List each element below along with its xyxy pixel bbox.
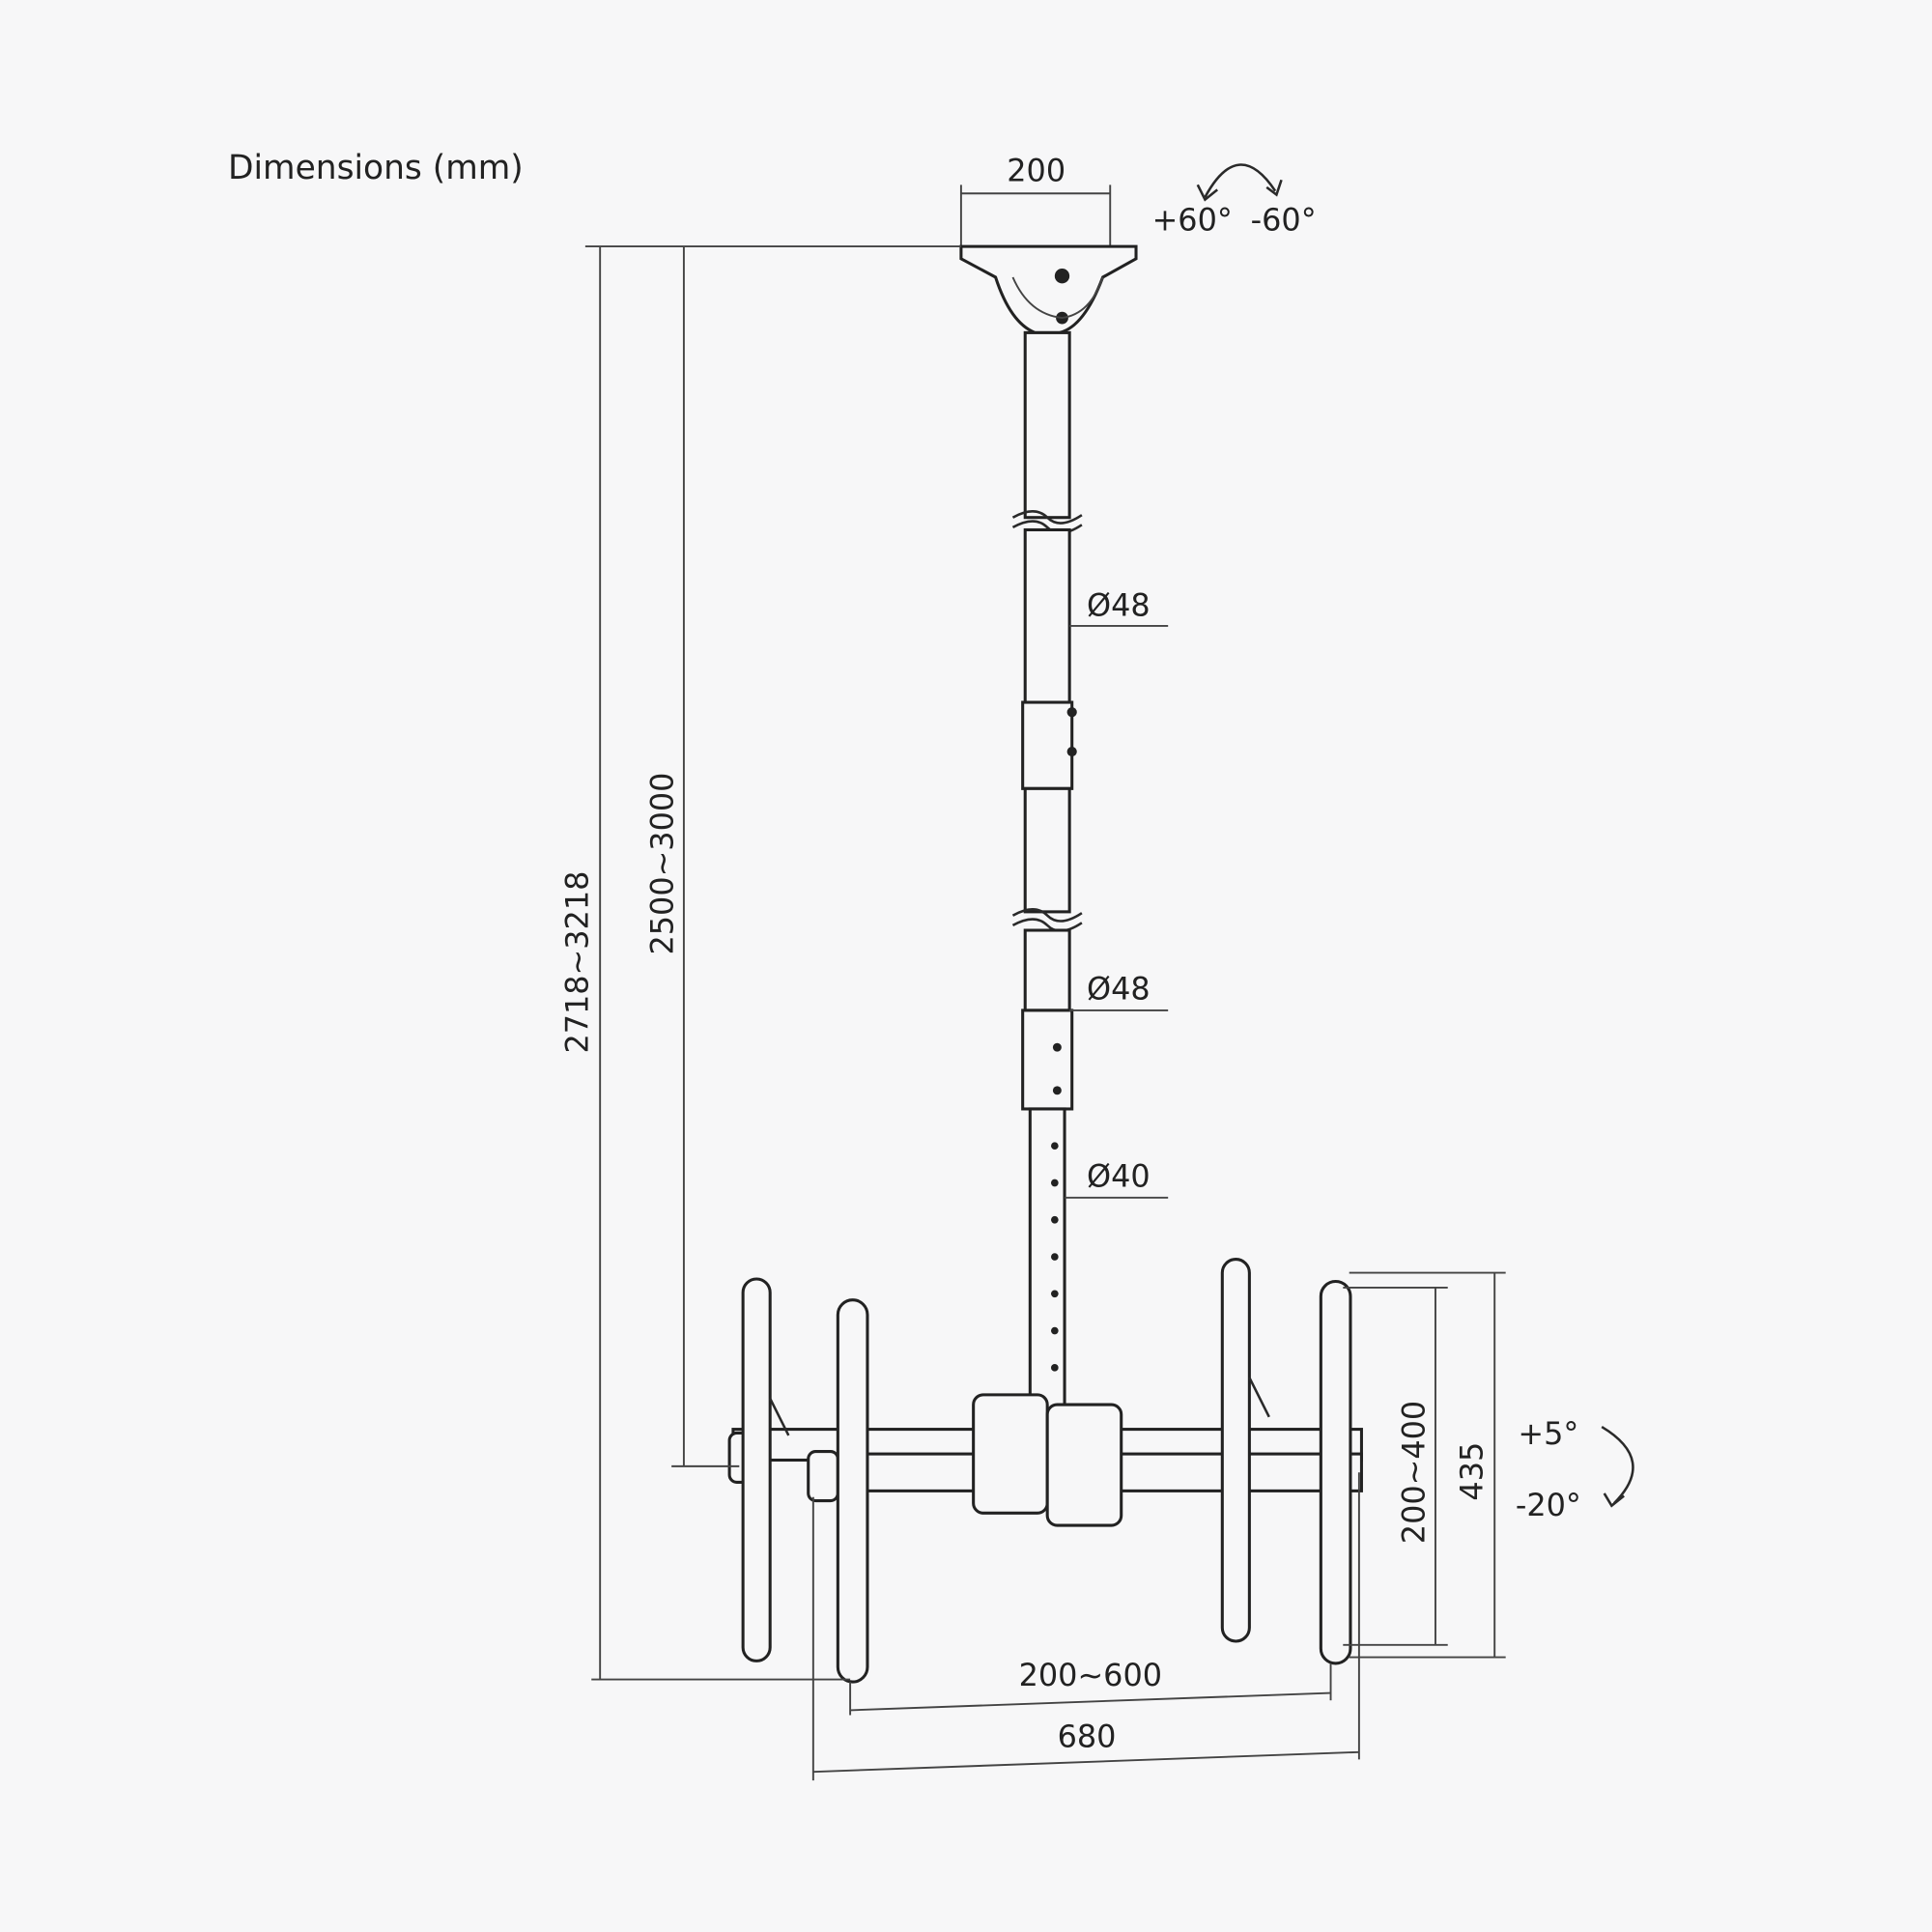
tilt-plus-label: +5° [1518,1415,1578,1452]
swivel-arrow-icon [1204,163,1277,198]
swivel-plus-label: +60° [1152,202,1233,239]
diagram-title: Dimensions (mm) [228,149,524,187]
bracket-height-label: 435 [1453,1442,1490,1501]
height-dimensions: 2718~3218 2500~3000 [558,245,961,1681]
telescopic-pole [1011,330,1083,1412]
middle-diameter-label: Ø48 [1087,970,1151,1007]
upper-diameter-label: Ø48 [1087,587,1151,624]
tilt-annotation: +5° -20° [1516,1415,1634,1523]
vesa-vertical-label: 200~400 [1395,1401,1432,1544]
diameter-callouts: Ø48 Ø48 Ø40 [1065,587,1169,1199]
bracket-right-front [1319,1280,1352,1665]
vesa-horizontal-label: 200~600 [1019,1657,1162,1693]
bracket-left-front [836,1298,869,1684]
total-height-label: 2718~3218 [558,871,595,1054]
crossbar-assembly [727,1258,1363,1684]
width-dimensions: 200~600 680 [811,1472,1360,1781]
bracket-left-rear [741,1277,772,1662]
plate-width-dimension: 200 [959,153,1112,247]
swivel-annotation: +60° -60° [1152,163,1317,239]
ceiling-plate [959,244,1138,334]
tilt-minus-label: -20° [1516,1487,1581,1523]
swivel-minus-label: -60° [1251,202,1317,239]
bracket-right-rear [1220,1258,1251,1643]
plate-width-label: 200 [1007,153,1065,189]
pole-height-label: 2500~3000 [643,773,680,955]
lower-diameter-label: Ø40 [1087,1157,1151,1194]
tilt-arrow-icon [1601,1425,1634,1505]
bracket-dimensions: 200~400 435 [1343,1271,1506,1659]
total-width-label: 680 [1058,1719,1117,1755]
